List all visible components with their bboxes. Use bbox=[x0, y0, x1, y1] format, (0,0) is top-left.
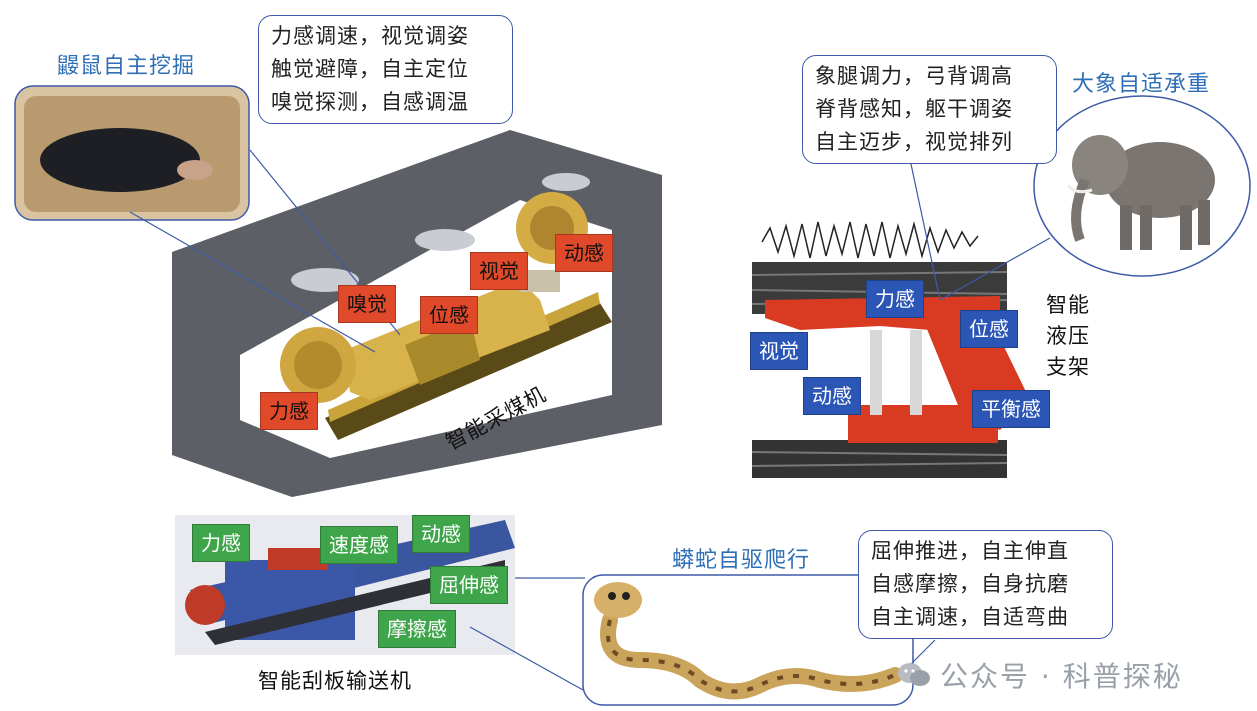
conveyor-caption: 智能刮板输送机 bbox=[258, 669, 412, 693]
mole-feature-line: 力感调速，视觉调姿 bbox=[271, 24, 469, 48]
snake-feature-line: 自感摩擦，自身抗磨 bbox=[871, 572, 1069, 596]
support-tag-vision: 视觉 bbox=[750, 332, 808, 370]
mole-feature-line: 嗅觉探测，自感调温 bbox=[271, 90, 469, 114]
support-caption-line: 支架 bbox=[1046, 355, 1090, 379]
snake-feature-line: 屈伸推进，自主伸直 bbox=[871, 539, 1069, 563]
elephant-feature-line: 象腿调力，弓背调高 bbox=[815, 64, 1013, 88]
support-caption-line: 液压 bbox=[1046, 324, 1090, 348]
mole-title: 鼹鼠自主挖掘 bbox=[57, 54, 196, 79]
snake-title: 蟒蛇自驱爬行 bbox=[672, 548, 811, 573]
elephant-title: 大象自适承重 bbox=[1072, 72, 1211, 97]
conveyor-tag-force: 力感 bbox=[192, 524, 250, 562]
mole-image bbox=[14, 85, 250, 221]
watermark: 公众号 · 科普探秘 bbox=[896, 655, 1183, 695]
conveyor-tag-friction: 摩擦感 bbox=[378, 610, 456, 648]
mole-feature-line: 触觉避障，自主定位 bbox=[271, 57, 469, 81]
snake-image bbox=[582, 574, 914, 706]
conveyor-tag-speed: 速度感 bbox=[320, 526, 398, 564]
conveyor-tag-motion: 动感 bbox=[412, 515, 470, 553]
shearer-machine bbox=[280, 192, 612, 440]
support-tag-motion: 动感 bbox=[803, 377, 861, 415]
wechat-icon bbox=[898, 663, 930, 686]
mole-feature-bubble: 力感调速，视觉调姿 触觉避障，自主定位 嗅觉探测，自感调温 bbox=[258, 15, 513, 124]
support-caption-line: 智能 bbox=[1046, 293, 1090, 317]
elephant-image bbox=[1033, 95, 1251, 277]
shearer-tag-motion: 动感 bbox=[555, 234, 613, 272]
support-tag-position: 位感 bbox=[960, 310, 1018, 348]
shearer-tag-force: 力感 bbox=[260, 392, 318, 430]
shearer-tag-vision: 视觉 bbox=[470, 252, 528, 290]
snake-feature-bubble: 屈伸推进，自主伸直 自感摩擦，自身抗磨 自主调速，自适弯曲 bbox=[858, 530, 1113, 639]
elephant-feature-bubble: 象腿调力，弓背调高 脊背感知，躯干调姿 自主迈步，视觉排列 bbox=[802, 55, 1057, 164]
watermark-text: 公众号 · 科普探秘 bbox=[940, 660, 1183, 693]
shearer-tag-smell: 嗅觉 bbox=[338, 285, 396, 323]
support-tag-force: 力感 bbox=[866, 280, 924, 318]
conveyor-tag-flex: 屈伸感 bbox=[430, 566, 508, 604]
shearer-tag-position: 位感 bbox=[420, 296, 478, 334]
support-tag-balance: 平衡感 bbox=[972, 390, 1050, 428]
elephant-feature-line: 自主迈步，视觉排列 bbox=[815, 130, 1013, 154]
support-caption: 智能 液压 支架 bbox=[1046, 290, 1090, 383]
elephant-feature-line: 脊背感知，躯干调姿 bbox=[815, 97, 1013, 121]
snake-feature-line: 自主调速，自适弯曲 bbox=[871, 605, 1069, 629]
